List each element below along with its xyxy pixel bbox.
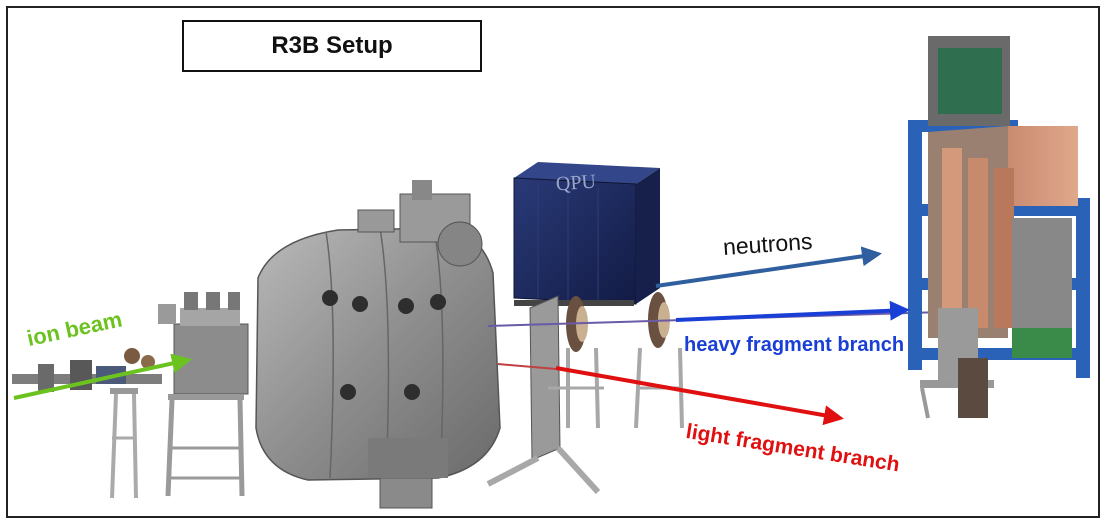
neutrons-arrow (655, 246, 882, 288)
qpu-magnet (513, 162, 660, 306)
large-dipole-magnet (255, 180, 501, 509)
diagram-title: R3B Setup (271, 32, 393, 59)
downstream-detector-wall (908, 36, 1090, 419)
ion-beam-arrow (13, 353, 192, 400)
light-fragment-arrow (555, 366, 844, 426)
heavy-fragment-label: heavy fragment branch (684, 334, 905, 356)
heavy-fragment-arrow (675, 300, 910, 322)
diagram-frame: R3B Setup QPU ion beam neutrons heavy fr… (6, 6, 1100, 518)
title-box: R3B Setup (182, 20, 482, 72)
setup-illustration (12, 36, 1090, 509)
upstream-beamline (12, 348, 162, 499)
upstream-magnet-stack (158, 292, 249, 497)
qpu-label: QPU (555, 170, 597, 196)
tracking-detectors (486, 292, 684, 495)
